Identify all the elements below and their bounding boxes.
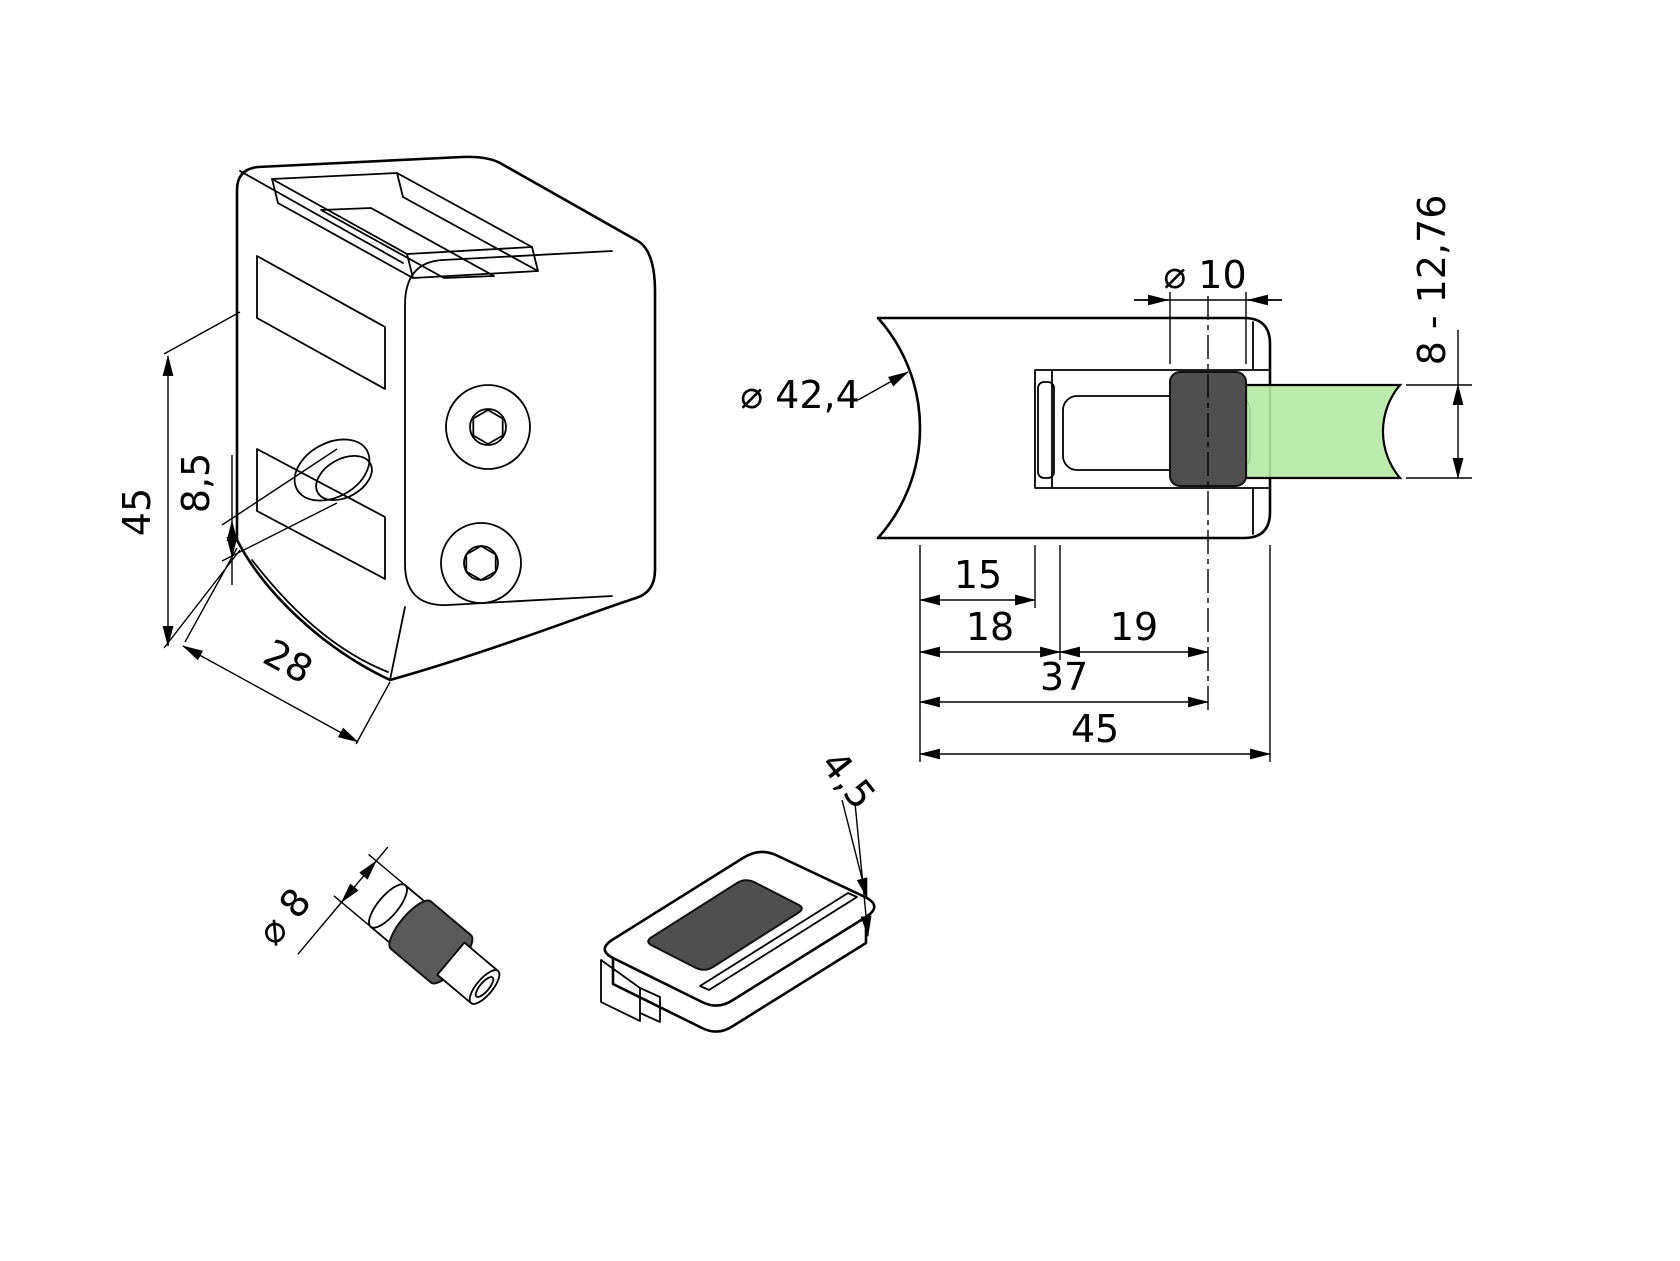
- pin-detail-view: ⌀ 8: [248, 846, 501, 1005]
- dim-label-body-width: 45: [1071, 707, 1119, 751]
- pin-hole-depth: [315, 455, 373, 501]
- gasket-in-slot: [1037, 381, 1055, 479]
- pin-tip-face: [468, 969, 501, 1005]
- dim-post-diameter: ⌀ 42,4: [740, 371, 909, 417]
- gasket-rubber-pad: [647, 879, 803, 971]
- glass-slot-walls: [271, 172, 539, 279]
- side-opening-upper: [256, 255, 386, 390]
- dim-label-pin-center: 37: [1040, 655, 1088, 699]
- dim-label-pin-detail-diameter: ⌀ 8: [248, 880, 320, 954]
- pin-tip-chamfer: [474, 976, 495, 998]
- gasket-detail-view: 4,5: [600, 743, 884, 1033]
- side-opening-lower: [256, 448, 386, 580]
- dim-label-gasket-thickness: 4,5: [812, 743, 884, 818]
- dim-label-pin-hole: 8,5: [174, 453, 218, 513]
- glass-slot-deep-gap: [320, 207, 495, 279]
- dim-label-slot-depth: 15: [954, 553, 1002, 597]
- dim-label-pin-diameter: ⌀ 10: [1163, 253, 1246, 297]
- clamp-front-face: [404, 250, 613, 606]
- dim-height-45: 45: [115, 311, 241, 649]
- dim-label-height: 45: [115, 488, 159, 536]
- dim-label-glass-edge: 18: [966, 605, 1014, 649]
- clamp-top-left-edge: [239, 170, 404, 264]
- dim-label-pin-to-glass: 19: [1110, 605, 1158, 649]
- glass-slot-section-lines: [1034, 321, 1271, 535]
- isometric-view: 45 8,5 28: [115, 155, 657, 745]
- pin-hole: [293, 438, 371, 502]
- dim-label-post-diameter: ⌀ 42,4: [740, 373, 860, 417]
- saddle-surface-edge: [251, 559, 406, 681]
- dim-bottom-chain: 15 18 19 37 45: [918, 545, 1272, 762]
- gasket-clip-tab: [600, 959, 661, 1023]
- section-view: ⌀ 42,4 ⌀ 10 8 - 12,76 15 18 19 37: [740, 195, 1472, 762]
- dim-glass-thickness: 8 - 12,76: [1406, 195, 1472, 480]
- screw-upper: [445, 384, 531, 470]
- dim-label-depth: 28: [256, 631, 320, 693]
- dim-pin-hole-85: 8,5: [174, 448, 338, 585]
- dim-pin-diameter: ⌀ 10: [1134, 253, 1282, 364]
- screw-lower: [440, 522, 522, 604]
- glass-panel: [1244, 383, 1403, 480]
- gasket-plate-thickness: [611, 915, 868, 1033]
- dim-label-glass-thickness: 8 - 12,76: [1410, 195, 1454, 366]
